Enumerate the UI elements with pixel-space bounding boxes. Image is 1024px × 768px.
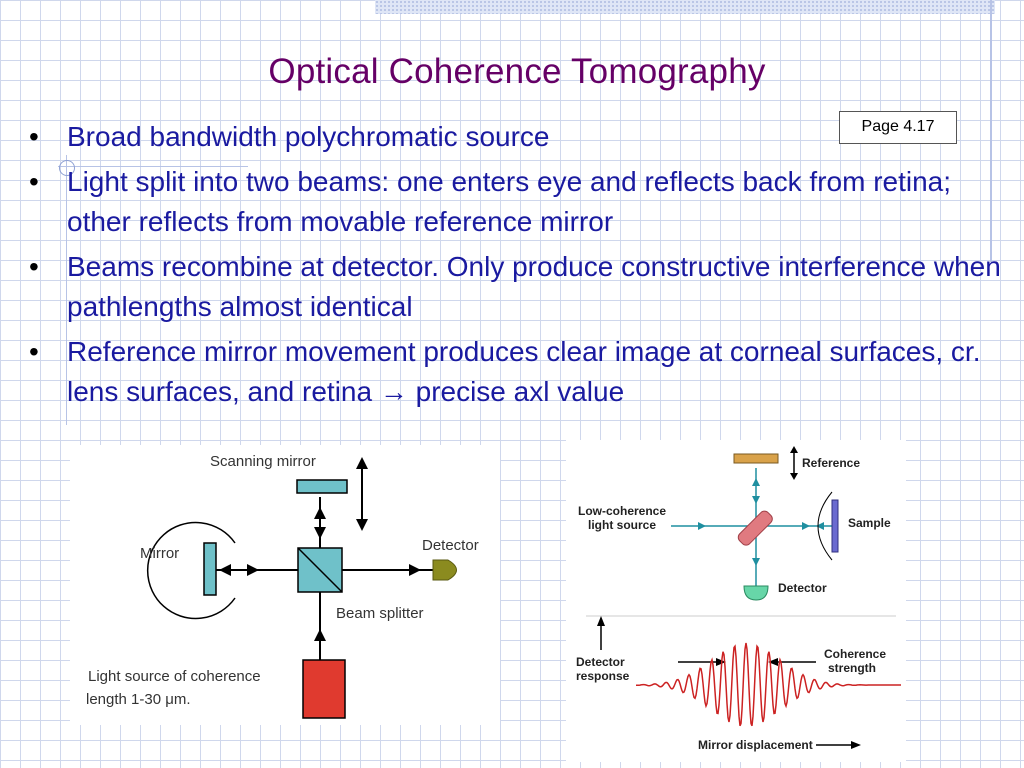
arrow-left-icon	[768, 658, 778, 666]
interference-wave	[636, 642, 901, 727]
bullet-dot-icon: •	[29, 166, 39, 197]
arrow-up-icon	[314, 629, 326, 641]
bullet-item: • Broad bandwidth polychromatic source	[24, 117, 1014, 157]
arrow-up-icon	[356, 457, 368, 469]
bullet-dot-icon: •	[29, 336, 39, 367]
arrow-down-icon	[356, 519, 368, 531]
low-coherence-diagram: Reference Low-coherence light source Sam…	[566, 440, 906, 762]
arrow-right-icon	[698, 522, 706, 530]
arrow-right-icon	[802, 522, 810, 530]
arrow-up-icon	[790, 446, 798, 453]
detector-label: Detector	[778, 581, 827, 595]
decor-vertical-line-left	[66, 155, 67, 425]
interferometer-diagram: Scanning mirror Mirror Detector Beam spl…	[70, 445, 500, 725]
mirror	[203, 542, 217, 596]
detector-response-label-line2: response	[576, 669, 630, 683]
arrow-down-icon	[314, 527, 326, 539]
sample-label: Sample	[848, 516, 891, 530]
decor-vertical-line	[990, 0, 992, 262]
bullet-dot-icon: •	[29, 251, 39, 282]
bullet-text: Broad bandwidth polychromatic source	[67, 121, 550, 152]
light-source-label-line1: Light source of coherence	[88, 668, 261, 685]
arrow-down-icon	[752, 496, 760, 504]
arrow-right-icon	[247, 564, 259, 576]
mirror-label: Mirror	[140, 545, 179, 562]
beam-splitter-label: Beam splitter	[336, 605, 424, 622]
bullet-dot-icon: •	[29, 121, 39, 152]
bullet-item: • Light split into two beams: one enters …	[24, 162, 1014, 242]
reference-mirror	[733, 453, 779, 464]
mirror-displacement-label: Mirror displacement	[698, 738, 813, 752]
decor-horizontal-line	[58, 166, 248, 167]
arrow-left-icon	[816, 522, 824, 530]
coherence-label-line1: Coherence	[824, 647, 886, 661]
reference-label: Reference	[802, 456, 860, 470]
detector-icon	[432, 559, 457, 581]
bullet-text: Beams recombine at detector. Only produc…	[67, 251, 1001, 322]
light-source	[302, 659, 346, 719]
arrow-up-icon	[314, 507, 326, 519]
bullet-item: • Reference mirror movement produces clea…	[24, 332, 1014, 412]
header-pattern-band	[375, 0, 995, 14]
arrow-right-icon	[851, 741, 861, 749]
arrow-up-icon	[752, 478, 760, 486]
scanning-mirror	[296, 479, 348, 494]
beam-splitter-diagonal	[297, 547, 343, 593]
arrow-left-icon	[219, 564, 231, 576]
arrow-up-icon	[597, 616, 605, 626]
bullet-item: • Beams recombine at detector. Only produ…	[24, 247, 1014, 327]
light-source-label-line1: Low-coherence	[578, 504, 666, 518]
light-source-label-line2: length 1-30 μm.	[86, 691, 191, 708]
light-source-label-line2: light source	[588, 518, 656, 532]
bullet-text: Reference mirror movement produces clear…	[67, 336, 981, 407]
sample	[831, 499, 839, 553]
decor-circle	[59, 160, 75, 176]
scanning-mirror-label: Scanning mirror	[210, 453, 316, 470]
sample-eye-outline	[817, 491, 833, 561]
arrow-down-icon	[752, 558, 760, 566]
arrow-right-icon	[716, 658, 726, 666]
detector-label: Detector	[422, 537, 479, 554]
eye-outline	[146, 521, 236, 620]
detector-response-label-line1: Detector	[576, 655, 625, 669]
arrow-right-icon	[409, 564, 421, 576]
beam-splitter	[737, 510, 773, 546]
bullet-text: Light split into two beams: one enters e…	[67, 166, 952, 237]
arrow-down-icon	[790, 473, 798, 480]
page-label: Page 4.17	[839, 111, 957, 144]
detector-icon	[743, 585, 769, 601]
bullet-list: • Broad bandwidth polychromatic source • L…	[24, 117, 1014, 417]
coherence-label-line2: strength	[828, 661, 876, 675]
slide-title: Optical Coherence Tomography	[268, 52, 766, 91]
